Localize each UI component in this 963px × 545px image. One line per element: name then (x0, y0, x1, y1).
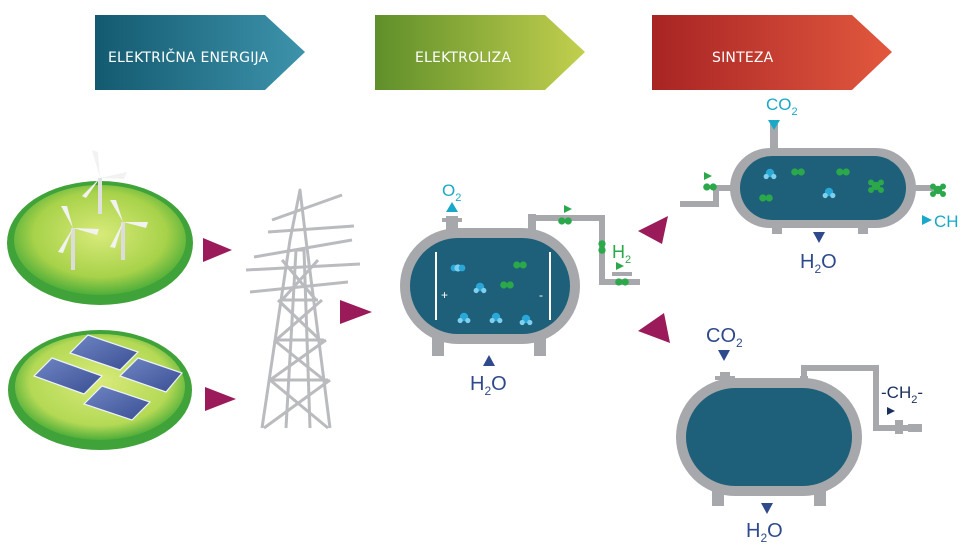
o2-molecule (450, 264, 466, 272)
h2o-label: H (470, 373, 484, 395)
anode-sign: + (441, 288, 448, 302)
o2-label: O (442, 181, 455, 200)
power-pylon-icon (245, 188, 361, 430)
fischer-tropsch-tank (676, 365, 922, 506)
svg-text:H2: H2 (612, 242, 631, 266)
svg-text:H2O: H2O (800, 251, 837, 276)
arrow-to-methanation (638, 216, 668, 244)
ch-label: CH (934, 212, 959, 231)
flow-arrows (203, 216, 670, 411)
arrow-to-fischer-tropsch (638, 313, 670, 343)
co2-input-ft: CO2 (706, 325, 743, 361)
h2o-label-tail: O (491, 373, 507, 395)
banner-elektricna-energija: ELEKTRIČNA ENERGIJA (95, 15, 305, 90)
h2o-output-methanation: H2O (800, 232, 837, 276)
h2-output: H2 (558, 205, 632, 286)
h2-subscript: 2 (625, 254, 631, 266)
ch2-output: -CH2- (881, 383, 923, 415)
electrolyzer-tank: + - (400, 214, 640, 356)
ch2-subscript: 2 (911, 394, 917, 406)
svg-text:H2O: H2O (470, 373, 507, 398)
ch4-output: CH (922, 212, 959, 231)
o2-output: O2 (442, 181, 461, 212)
h2o-subscript: 2 (484, 384, 491, 398)
wind-turbine-icon (110, 200, 148, 260)
h2o-label-tail: O (821, 251, 837, 273)
ch2-label-tail: - (917, 383, 923, 402)
h2o-subscript: 2 (814, 262, 821, 276)
arrow-wind-to-grid (203, 238, 232, 262)
svg-text:O2: O2 (442, 181, 461, 204)
wind-farm (7, 150, 193, 305)
co2-input-methanation: CO2 (766, 95, 798, 130)
ch2-label: -CH (881, 383, 911, 402)
arrow-solar-to-grid (205, 387, 236, 411)
banner-sinteza: SINTEZA (652, 15, 892, 90)
co2-label: CO (766, 95, 792, 114)
banner-label: SINTEZA (712, 50, 774, 66)
svg-text:CO2: CO2 (706, 325, 743, 350)
banner-label: ELEKTRIČNA ENERGIJA (108, 48, 269, 66)
co2-label: CO (706, 325, 736, 347)
h2o-subscript: 2 (760, 531, 767, 545)
svg-text:-CH2-: -CH2- (881, 383, 923, 406)
arrow-grid-to-electrolysis (340, 300, 372, 324)
o2-subscript: 2 (455, 192, 461, 204)
solar-farm (8, 330, 192, 450)
banner-label: ELEKTROLIZA (415, 50, 511, 66)
h2o-label-tail: O (767, 520, 783, 542)
svg-text:CO2: CO2 (766, 95, 798, 118)
cathode-sign: - (539, 288, 543, 302)
wind-turbine-icon (58, 206, 99, 270)
h2o-input-electrolyzer: H2O (470, 355, 507, 398)
solar-panel-icon (32, 334, 184, 421)
h2-label: H (612, 242, 625, 262)
svg-text:H2O: H2O (746, 520, 783, 545)
h2o-label: H (800, 251, 814, 273)
wind-turbine-icon (82, 150, 127, 214)
h2o-label: H (746, 520, 760, 542)
co2-subscript: 2 (792, 106, 798, 118)
h2o-output-ft: H2O (746, 503, 783, 545)
banner-elektroliza: ELEKTROLIZA (375, 15, 585, 90)
co2-subscript: 2 (736, 336, 743, 350)
methanation-tank (680, 124, 946, 234)
